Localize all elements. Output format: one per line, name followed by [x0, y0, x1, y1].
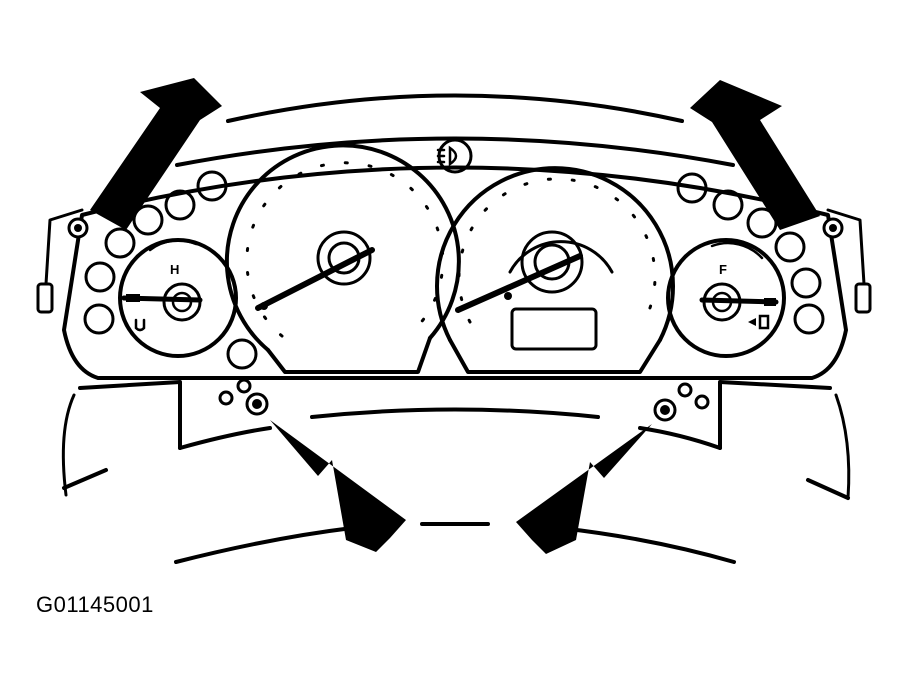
center-lower-arc [310, 407, 600, 419]
screw-top-right-icon [822, 217, 844, 239]
lower-right-hole-1 [677, 382, 693, 398]
lower-housing-left [78, 380, 182, 450]
lower-right-hole-2 [694, 394, 710, 410]
left-wing-arc [62, 468, 108, 490]
right-clip [854, 282, 872, 314]
arrow-top-right-icon [690, 80, 820, 230]
fuel-full-mark: F [719, 262, 727, 277]
bottom-left-arc [174, 526, 354, 564]
tachometer-needle [255, 247, 375, 311]
right-wing-arc [806, 478, 850, 500]
hood-arc-top [226, 93, 684, 123]
lower-left-hole-1 [236, 378, 252, 394]
headlamp-indicator-icon [436, 138, 473, 174]
temperature-gauge [118, 238, 238, 358]
odometer-display [510, 307, 598, 351]
speedometer-gauge [435, 166, 675, 374]
right-side-tab [826, 208, 867, 302]
arrow-bottom-right-icon [516, 424, 652, 554]
left-side-tab [43, 208, 84, 302]
right-panel-edge [834, 393, 851, 500]
lower-right-arc [638, 426, 722, 450]
lower-left-hole-2 [218, 390, 234, 406]
arrow-top-left-icon [90, 78, 222, 230]
left-indicator-lamps [83, 170, 258, 370]
right-indicator-lamps [676, 172, 825, 335]
figure-id-label: G01145001 [36, 592, 154, 617]
screw-bottom-left-icon [245, 392, 269, 416]
left-panel-edge [61, 393, 76, 497]
fuel-gauge [666, 238, 786, 358]
screw-bottom-right-icon [653, 398, 677, 422]
lower-housing-right [718, 380, 832, 450]
speedometer-needle [455, 253, 583, 313]
left-clip [36, 282, 54, 314]
screw-top-left-icon [67, 217, 89, 239]
tachometer-gauge [224, 143, 461, 374]
bottom-right-arc [558, 526, 736, 564]
lower-left-arc [178, 426, 272, 450]
temperature-hot-mark: H [170, 262, 180, 277]
arrow-bottom-left-icon [270, 420, 406, 552]
